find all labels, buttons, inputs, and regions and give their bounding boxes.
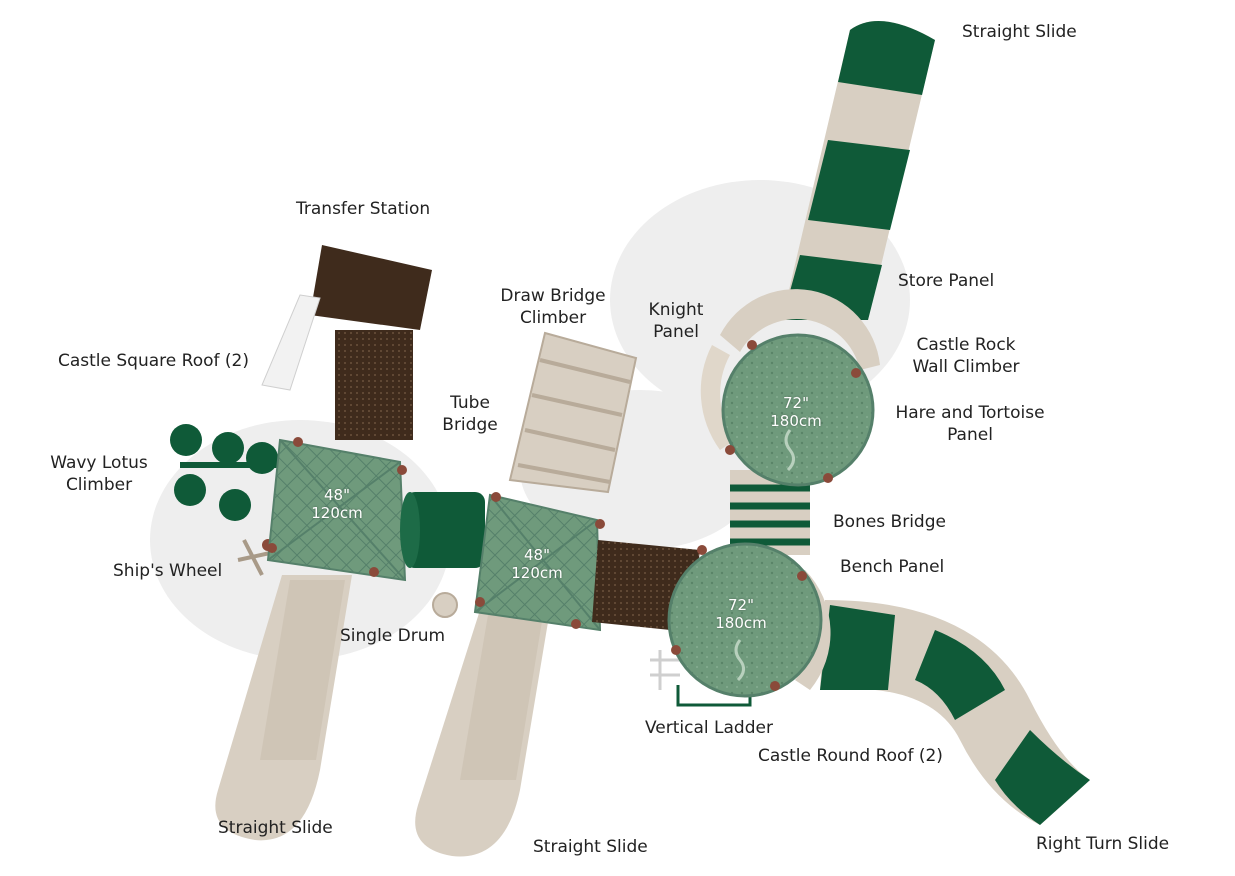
transfer-station xyxy=(261,245,432,440)
square-deck-1-dimension: 48" 120cm xyxy=(300,486,374,522)
straight-slide-top xyxy=(782,21,935,320)
draw-bridge-climber-shape xyxy=(508,331,638,494)
label-ships-wheel: Ship's Wheel xyxy=(113,561,223,581)
label-hare-line1: Hare and Tortoise xyxy=(895,403,1045,423)
round-deck-2 xyxy=(667,542,831,698)
label-draw-bridge-line1: Draw Bridge xyxy=(500,286,606,306)
right-turn-slide xyxy=(820,600,1090,825)
label-bones-bridge: Bones Bridge xyxy=(833,512,946,532)
label-knight-line1: Knight xyxy=(648,300,704,320)
label-castle-round-roof: Castle Round Roof (2) xyxy=(758,746,943,766)
square-deck-2-cm: 120cm xyxy=(511,564,563,582)
tube-bridge-shape xyxy=(400,492,485,568)
label-wavy-lotus-line1: Wavy Lotus xyxy=(50,453,148,473)
straight-slide-left xyxy=(215,575,352,841)
label-straight-slide-top: Straight Slide xyxy=(962,22,1077,42)
round-deck-2-dimension: 72" 180cm xyxy=(703,596,779,632)
label-castle-rock-wall-climber: Castle Rock Wall Climber xyxy=(898,334,1034,378)
label-hare-line2: Panel xyxy=(947,425,993,445)
round-deck-2-inches: 72" xyxy=(728,596,754,614)
round-deck-1-inches: 72" xyxy=(783,394,809,412)
label-straight-slide-left: Straight Slide xyxy=(218,818,333,838)
label-vertical-ladder: Vertical Ladder xyxy=(645,718,773,738)
label-draw-bridge-climber: Draw Bridge Climber xyxy=(478,285,628,329)
label-wavy-lotus-line2: Climber xyxy=(65,475,133,495)
square-deck-2-dimension: 48" 120cm xyxy=(500,546,574,582)
label-tube-bridge-line1: Tube xyxy=(450,393,490,413)
round-deck-1 xyxy=(700,289,880,487)
label-wavy-lotus-climber: Wavy Lotus Climber xyxy=(40,452,158,496)
round-deck-1-dimension: 72" 180cm xyxy=(758,394,834,430)
label-hare-tortoise-panel: Hare and Tortoise Panel xyxy=(884,402,1056,446)
label-bench-panel: Bench Panel xyxy=(840,557,945,577)
square-deck-1-cm: 120cm xyxy=(311,504,363,522)
label-castle-rock-line2: Wall Climber xyxy=(912,357,1020,377)
label-right-turn-slide: Right Turn Slide xyxy=(1036,834,1170,854)
wavy-lotus-climber xyxy=(170,424,280,521)
label-single-drum: Single Drum xyxy=(340,626,446,646)
label-tube-bridge-line2: Bridge xyxy=(442,415,498,435)
square-deck-2-inches: 48" xyxy=(524,546,550,564)
label-draw-bridge-line2: Climber xyxy=(519,308,587,328)
label-tube-bridge: Tube Bridge xyxy=(432,392,508,436)
label-castle-square-roof: Castle Square Roof (2) xyxy=(58,351,249,371)
single-drum-shape xyxy=(432,592,458,618)
label-knight-panel: Knight Panel xyxy=(636,299,716,343)
square-deck-2 xyxy=(473,492,605,632)
label-store-panel: Store Panel xyxy=(898,271,995,291)
label-transfer-station: Transfer Station xyxy=(296,199,431,219)
round-deck-2-cm: 180cm xyxy=(715,614,767,632)
straight-slide-mid xyxy=(415,610,550,857)
label-knight-line2: Panel xyxy=(653,322,699,342)
label-straight-slide-mid: Straight Slide xyxy=(533,837,648,857)
label-castle-rock-line1: Castle Rock xyxy=(916,335,1016,355)
round-deck-1-cm: 180cm xyxy=(770,412,822,430)
square-deck-1 xyxy=(266,437,407,582)
square-deck-1-inches: 48" xyxy=(324,486,350,504)
